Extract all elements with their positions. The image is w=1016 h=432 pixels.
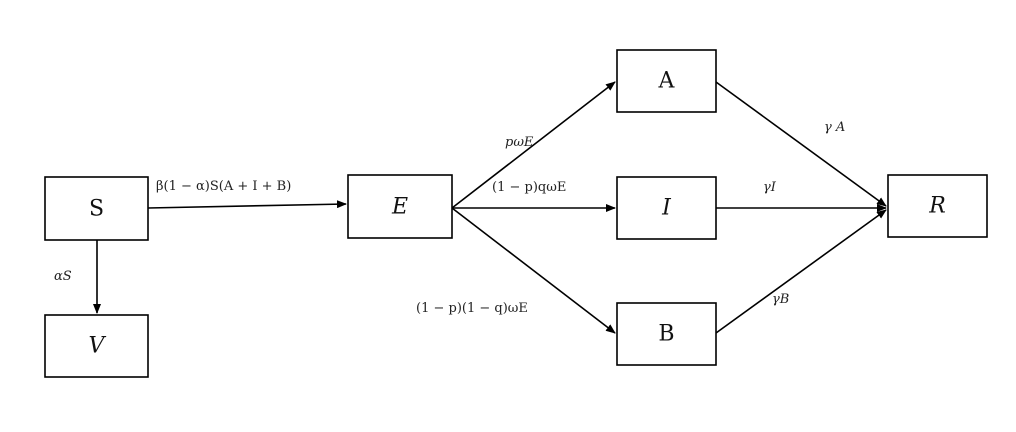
node-i-label: I: [661, 196, 672, 221]
node-s: S: [44, 176, 149, 241]
edge-label-a-to-r: γ A: [824, 120, 845, 135]
node-e-label: E: [391, 195, 408, 220]
edge-a-to-r: [715, 81, 887, 207]
edge-label-s-to-v: αS: [54, 269, 72, 284]
edge-label-e-to-b: (1 − p)(1 − q)ωE: [416, 301, 528, 316]
edges: [93, 81, 887, 334]
node-v: V: [44, 314, 149, 378]
edge-e-to-b: [451, 207, 616, 334]
node-s-label: S: [89, 197, 104, 222]
edge-label-e-to-a: pωE: [505, 135, 534, 150]
edge-s-to-e: [147, 200, 347, 209]
node-b: B: [616, 302, 717, 366]
edge-label-b-to-r: γB: [772, 292, 789, 307]
node-r: R: [887, 174, 988, 238]
node-a: A: [616, 49, 717, 113]
node-i: I: [616, 176, 717, 240]
edge-e-to-a: [451, 81, 616, 209]
node-e: E: [347, 174, 453, 239]
node-a-label: A: [658, 69, 676, 94]
node-v-label: V: [89, 334, 107, 359]
edge-label-e-to-i: (1 − p)qωE: [492, 180, 566, 195]
edge-labels: β(1 − α)S(A + I + B) αS pωE (1 − p)qωE (…: [54, 120, 845, 316]
node-b-label: B: [658, 322, 674, 347]
edge-label-i-to-r: γI: [763, 180, 777, 195]
edge-label-s-to-e: β(1 − α)S(A + I + B): [156, 179, 291, 194]
node-r-label: R: [928, 194, 946, 219]
edge-b-to-r: [715, 209, 887, 334]
